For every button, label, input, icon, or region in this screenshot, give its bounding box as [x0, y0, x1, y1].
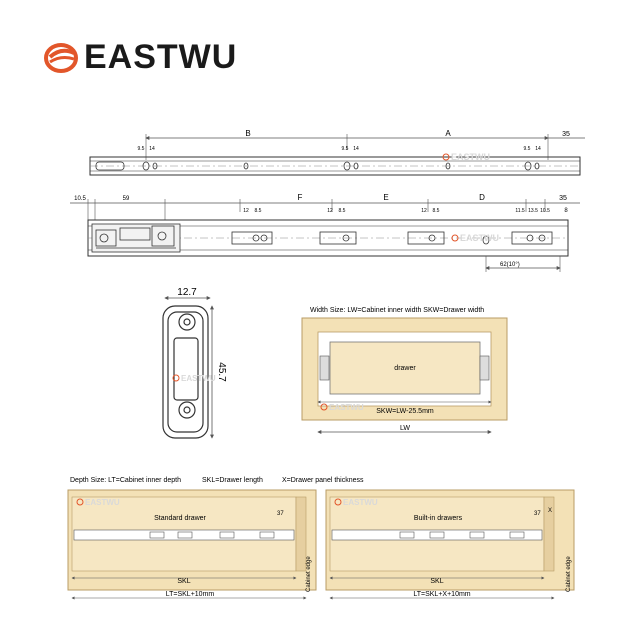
dim-label-d: D	[479, 193, 485, 202]
slide-rail-left	[73, 529, 295, 541]
cabinet-edge-right: Cabinet edge	[566, 556, 572, 592]
dim-label-35: 35	[562, 131, 570, 138]
eastwu-logo-icon	[44, 42, 78, 73]
watermark: EASTWU	[451, 152, 490, 162]
hole-dim: 9.5	[524, 146, 531, 152]
watermark-logo-icon: EASTWU	[334, 498, 378, 507]
dim-x-right: X	[548, 508, 552, 514]
hole-dim: 8.5	[339, 208, 346, 214]
hole-dim: 14	[149, 146, 155, 152]
left-slide	[319, 355, 330, 381]
hole-dim: 8.5	[255, 208, 262, 214]
hole-dim: 13.5	[528, 208, 538, 214]
brand-logo: EASTWU	[44, 38, 237, 77]
depth-caption-a: Depth Size: LT=Cabinet inner depth	[70, 477, 181, 484]
depth-standard-drawer: Standard drawer 37 SKL LT=SKL+10mm Cabin…	[67, 489, 317, 600]
rail-profile-diagram: 12.7 45.7 EASTWU	[162, 287, 227, 439]
dim-label-e: E	[383, 193, 388, 202]
depth-caption-c: X=Drawer panel thickness	[282, 477, 364, 484]
dim-label-b: B	[245, 129, 250, 138]
width-caption: Width Size: LW=Cabinet inner width SKW=D…	[310, 307, 484, 314]
watermark-logo-icon: EASTWU	[451, 233, 499, 243]
depth-caption-b: SKL=Drawer length	[202, 477, 263, 484]
dim-label-a: A	[445, 129, 451, 138]
skw-label: SKW=LW-25.5mm	[376, 408, 434, 415]
slide-mechanism	[91, 223, 181, 253]
hole-dim: 12	[421, 208, 427, 214]
mid-rail-diagram: 10.5 59 F E D 35 8 12 8.5 12 8.5 12 8.5 …	[70, 193, 580, 272]
watermark-logo-icon: EASTWU	[172, 374, 216, 383]
drawer-label: drawer	[394, 365, 416, 372]
hole-dim: 14	[353, 146, 359, 152]
top-rail-diagram: B A 35 9.5 14 9.5 14 9.5 14 EASTWU	[89, 129, 585, 176]
watermark: EASTWU	[329, 403, 364, 412]
hole-dim: 9.5	[138, 146, 145, 152]
skl-left: SKL	[177, 578, 190, 585]
width-size-diagram: Width Size: LW=Cabinet inner width SKW=D…	[301, 307, 508, 434]
watermark: EASTWU	[85, 498, 120, 507]
hole-dim: 11.5	[515, 208, 525, 214]
watermark: EASTWU	[181, 374, 216, 383]
watermark-logo-icon: EASTWU	[442, 152, 490, 162]
hole-dim: 14	[535, 146, 541, 152]
lw-label: LW	[400, 425, 410, 432]
dim-label-59: 59	[123, 196, 130, 202]
standard-drawer-title: Standard drawer	[154, 515, 206, 522]
profile-height: 45.7	[216, 362, 227, 382]
hole-dim: 9.5	[342, 146, 349, 152]
hole-dim: 12	[327, 208, 333, 214]
dim-label-f: F	[298, 193, 303, 202]
brand-name: EASTWU	[84, 38, 238, 76]
cabinet-edge-left: Cabinet edge	[306, 556, 312, 592]
watermark-logo-icon: EASTWU	[320, 403, 364, 412]
watermark: EASTWU	[460, 233, 499, 243]
depth-caption: Depth Size: LT=Cabinet inner depth SKL=D…	[70, 477, 364, 484]
builtin-drawer-title: Built-in drawers	[414, 515, 463, 522]
dim-label-35b: 35	[559, 195, 567, 202]
profile-width: 12.7	[177, 287, 197, 298]
hole-dim: 10.5	[540, 208, 550, 214]
drawer-box	[329, 341, 481, 395]
lt-left: LT=SKL+10mm	[166, 591, 215, 598]
slide-rail-right	[331, 529, 543, 541]
dim-label-62: 62(10°)	[500, 262, 520, 268]
watermark: EASTWU	[343, 498, 378, 507]
dim-37-right: 37	[534, 511, 541, 517]
depth-builtin-drawer: Built-in drawers 37 X SKL LT=SKL+X+10mm …	[325, 489, 575, 600]
skl-right: SKL	[430, 578, 443, 585]
watermark-logo-icon: EASTWU	[76, 498, 120, 507]
dim-label-8: 8	[564, 208, 568, 214]
lt-right: LT=SKL+X+10mm	[413, 591, 470, 598]
hole-dim: 12	[243, 208, 249, 214]
dim-37-left: 37	[277, 511, 284, 517]
right-slide	[479, 355, 490, 381]
hole-dim: 8.5	[433, 208, 440, 214]
dim-label-10-5: 10.5	[74, 196, 86, 202]
